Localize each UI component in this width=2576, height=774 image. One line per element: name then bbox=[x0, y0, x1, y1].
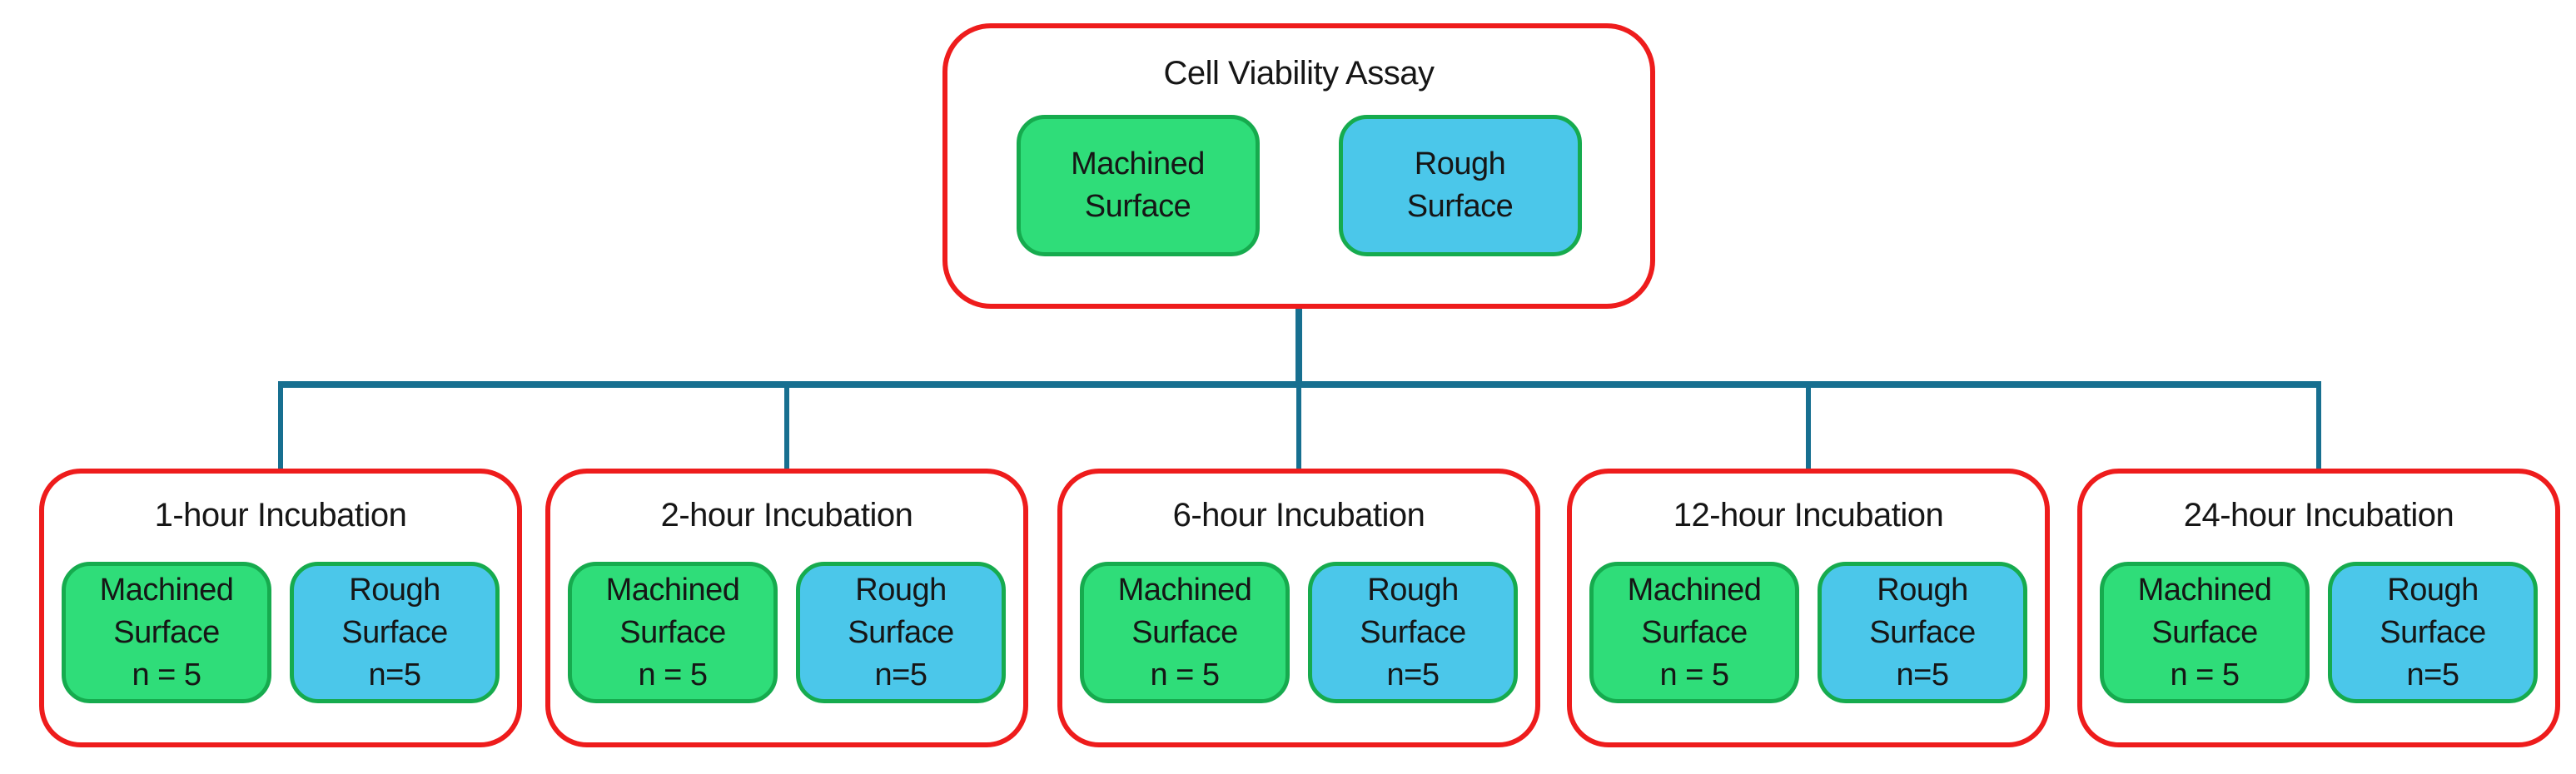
machined-surface-label: Machined Surface n = 5 bbox=[1117, 572, 1252, 692]
child-node-24-hour: 24-hour Incubation Machined Surface n = … bbox=[2077, 469, 2560, 747]
child-node-title: 12-hour Incubation bbox=[1673, 497, 1944, 533]
rough-surface-box: Rough Surface n=5 bbox=[1308, 562, 1518, 703]
rough-surface-box: Rough Surface n=5 bbox=[796, 562, 1006, 703]
machined-surface-box: Machined Surface n = 5 bbox=[568, 562, 778, 703]
child-node-title: 6-hour Incubation bbox=[1172, 497, 1425, 533]
rough-surface-label: Rough Surface n=5 bbox=[848, 572, 954, 692]
machined-surface-label: Machined Surface n = 5 bbox=[2137, 572, 2272, 692]
machined-surface-box: Machined Surface n = 5 bbox=[62, 562, 271, 703]
child-box-row: Machined Surface n = 5 Rough Surface n=5 bbox=[1080, 562, 1518, 703]
root-node: Cell Viability Assay Machined Surface Ro… bbox=[942, 23, 1655, 309]
machined-surface-label: Machined Surface n = 5 bbox=[605, 572, 740, 692]
child-node-title: 2-hour Incubation bbox=[660, 497, 913, 533]
rough-surface-box: Rough Surface n=5 bbox=[290, 562, 500, 703]
child-node-title: 1-hour Incubation bbox=[154, 497, 407, 533]
child-node-2-hour: 2-hour Incubation Machined Surface n = 5… bbox=[545, 469, 1028, 747]
rough-surface-label: Rough Surface n=5 bbox=[341, 572, 448, 692]
machined-surface-box: Machined Surface bbox=[1016, 115, 1260, 256]
child-node-6-hour: 6-hour Incubation Machined Surface n = 5… bbox=[1057, 469, 1540, 747]
child-node-title: 24-hour Incubation bbox=[2183, 497, 2454, 533]
machined-surface-label: Machined Surface n = 5 bbox=[99, 572, 234, 692]
child-node-1-hour: 1-hour Incubation Machined Surface n = 5… bbox=[39, 469, 522, 747]
rough-surface-label: Rough Surface n=5 bbox=[1360, 572, 1466, 692]
child-node-12-hour: 12-hour Incubation Machined Surface n = … bbox=[1567, 469, 2050, 747]
root-box-row: Machined Surface Rough Surface bbox=[1016, 115, 1582, 256]
child-box-row: Machined Surface n = 5 Rough Surface n=5 bbox=[2100, 562, 2538, 703]
child-box-row: Machined Surface n = 5 Rough Surface n=5 bbox=[62, 562, 500, 703]
rough-surface-label: Rough Surface n=5 bbox=[1869, 572, 1976, 692]
root-node-title: Cell Viability Assay bbox=[1163, 55, 1435, 92]
child-box-row: Machined Surface n = 5 Rough Surface n=5 bbox=[1589, 562, 2027, 703]
rough-surface-box: Rough Surface n=5 bbox=[2328, 562, 2538, 703]
rough-surface-box: Rough Surface bbox=[1338, 115, 1582, 256]
machined-surface-box: Machined Surface n = 5 bbox=[1080, 562, 1290, 703]
child-box-row: Machined Surface n = 5 Rough Surface n=5 bbox=[568, 562, 1006, 703]
machined-surface-box: Machined Surface n = 5 bbox=[2100, 562, 2310, 703]
machined-surface-label: Machined Surface bbox=[1071, 146, 1205, 224]
rough-surface-label: Rough Surface bbox=[1406, 146, 1514, 224]
machined-surface-label: Machined Surface n = 5 bbox=[1627, 572, 1762, 692]
rough-surface-box: Rough Surface n=5 bbox=[1818, 562, 2027, 703]
rough-surface-label: Rough Surface n=5 bbox=[2380, 572, 2486, 692]
machined-surface-box: Machined Surface n = 5 bbox=[1589, 562, 1799, 703]
